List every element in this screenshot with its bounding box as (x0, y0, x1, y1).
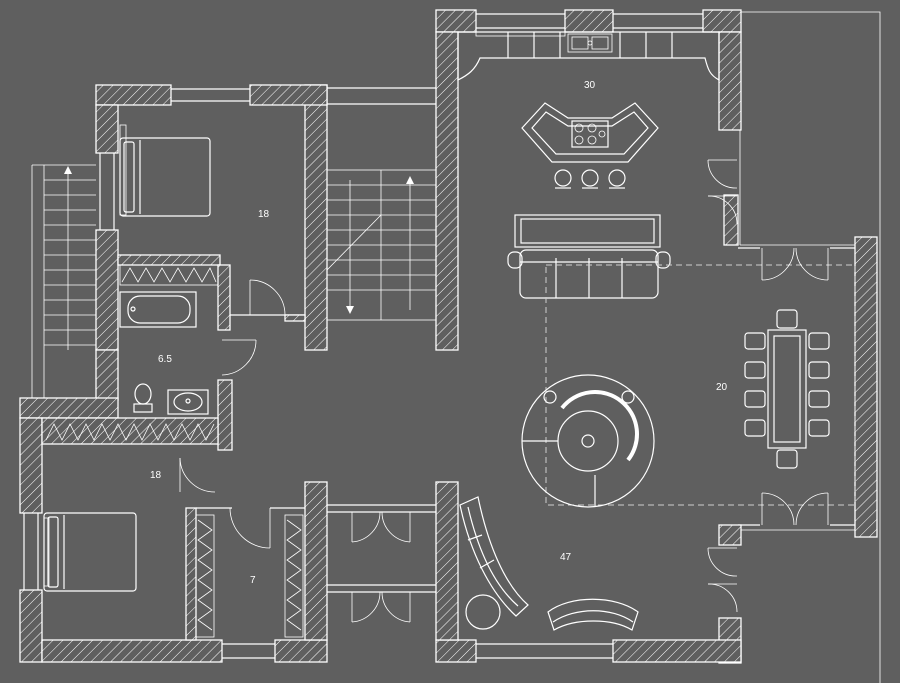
room-label-living: 47 (560, 552, 572, 563)
room-label-bedroom-top: 18 (258, 209, 270, 220)
bedroom-bottom-door (179, 457, 216, 493)
washbasin-icon (167, 389, 209, 415)
bed-bottom (43, 512, 137, 592)
toilet-icon (133, 383, 153, 413)
kitchen-counter (457, 31, 720, 82)
walls (19, 9, 878, 664)
room-label-bedroom-bottom: 18 (150, 470, 162, 481)
closet-shelves-left (195, 514, 215, 638)
corridor-doors-upper (351, 511, 411, 543)
sink-icon (567, 33, 613, 53)
stair-arrow-icon (346, 176, 414, 314)
curved-sofa (459, 496, 529, 617)
kitchen-island (521, 102, 659, 163)
room-label-closet: 7 (250, 575, 256, 586)
dining-table (767, 329, 807, 449)
closet-door (229, 507, 271, 549)
external-staircase (31, 164, 96, 398)
main-staircase (326, 169, 437, 321)
wardrobe-bottom (45, 423, 215, 441)
round-feature (521, 374, 655, 508)
cooktop-icon (574, 123, 606, 145)
armchair (465, 594, 501, 630)
bathtub (119, 291, 197, 328)
external-stair-arrow-icon (64, 166, 72, 174)
sofa (507, 249, 671, 299)
dining-bottom-doors (761, 492, 829, 526)
room-label-dining: 20 (716, 382, 728, 393)
dining-top-doors (761, 247, 829, 281)
bed-top (119, 137, 211, 217)
living-side-door (707, 547, 738, 613)
room-label-bathroom: 6.5 (158, 354, 172, 365)
bar-stools (554, 169, 626, 189)
kitchen-side-door (707, 159, 738, 225)
room-label-kitchen: 30 (584, 80, 596, 91)
dining-chairs (744, 309, 830, 469)
curved-couch (547, 598, 639, 631)
bathroom-door (221, 339, 257, 376)
bedroom-top-door (249, 279, 286, 316)
corridor-doors-lower (351, 591, 411, 623)
console-table (514, 214, 661, 248)
dining-zone (545, 264, 856, 506)
closet-shelves-right (284, 514, 304, 638)
wardrobe-top (119, 264, 219, 286)
